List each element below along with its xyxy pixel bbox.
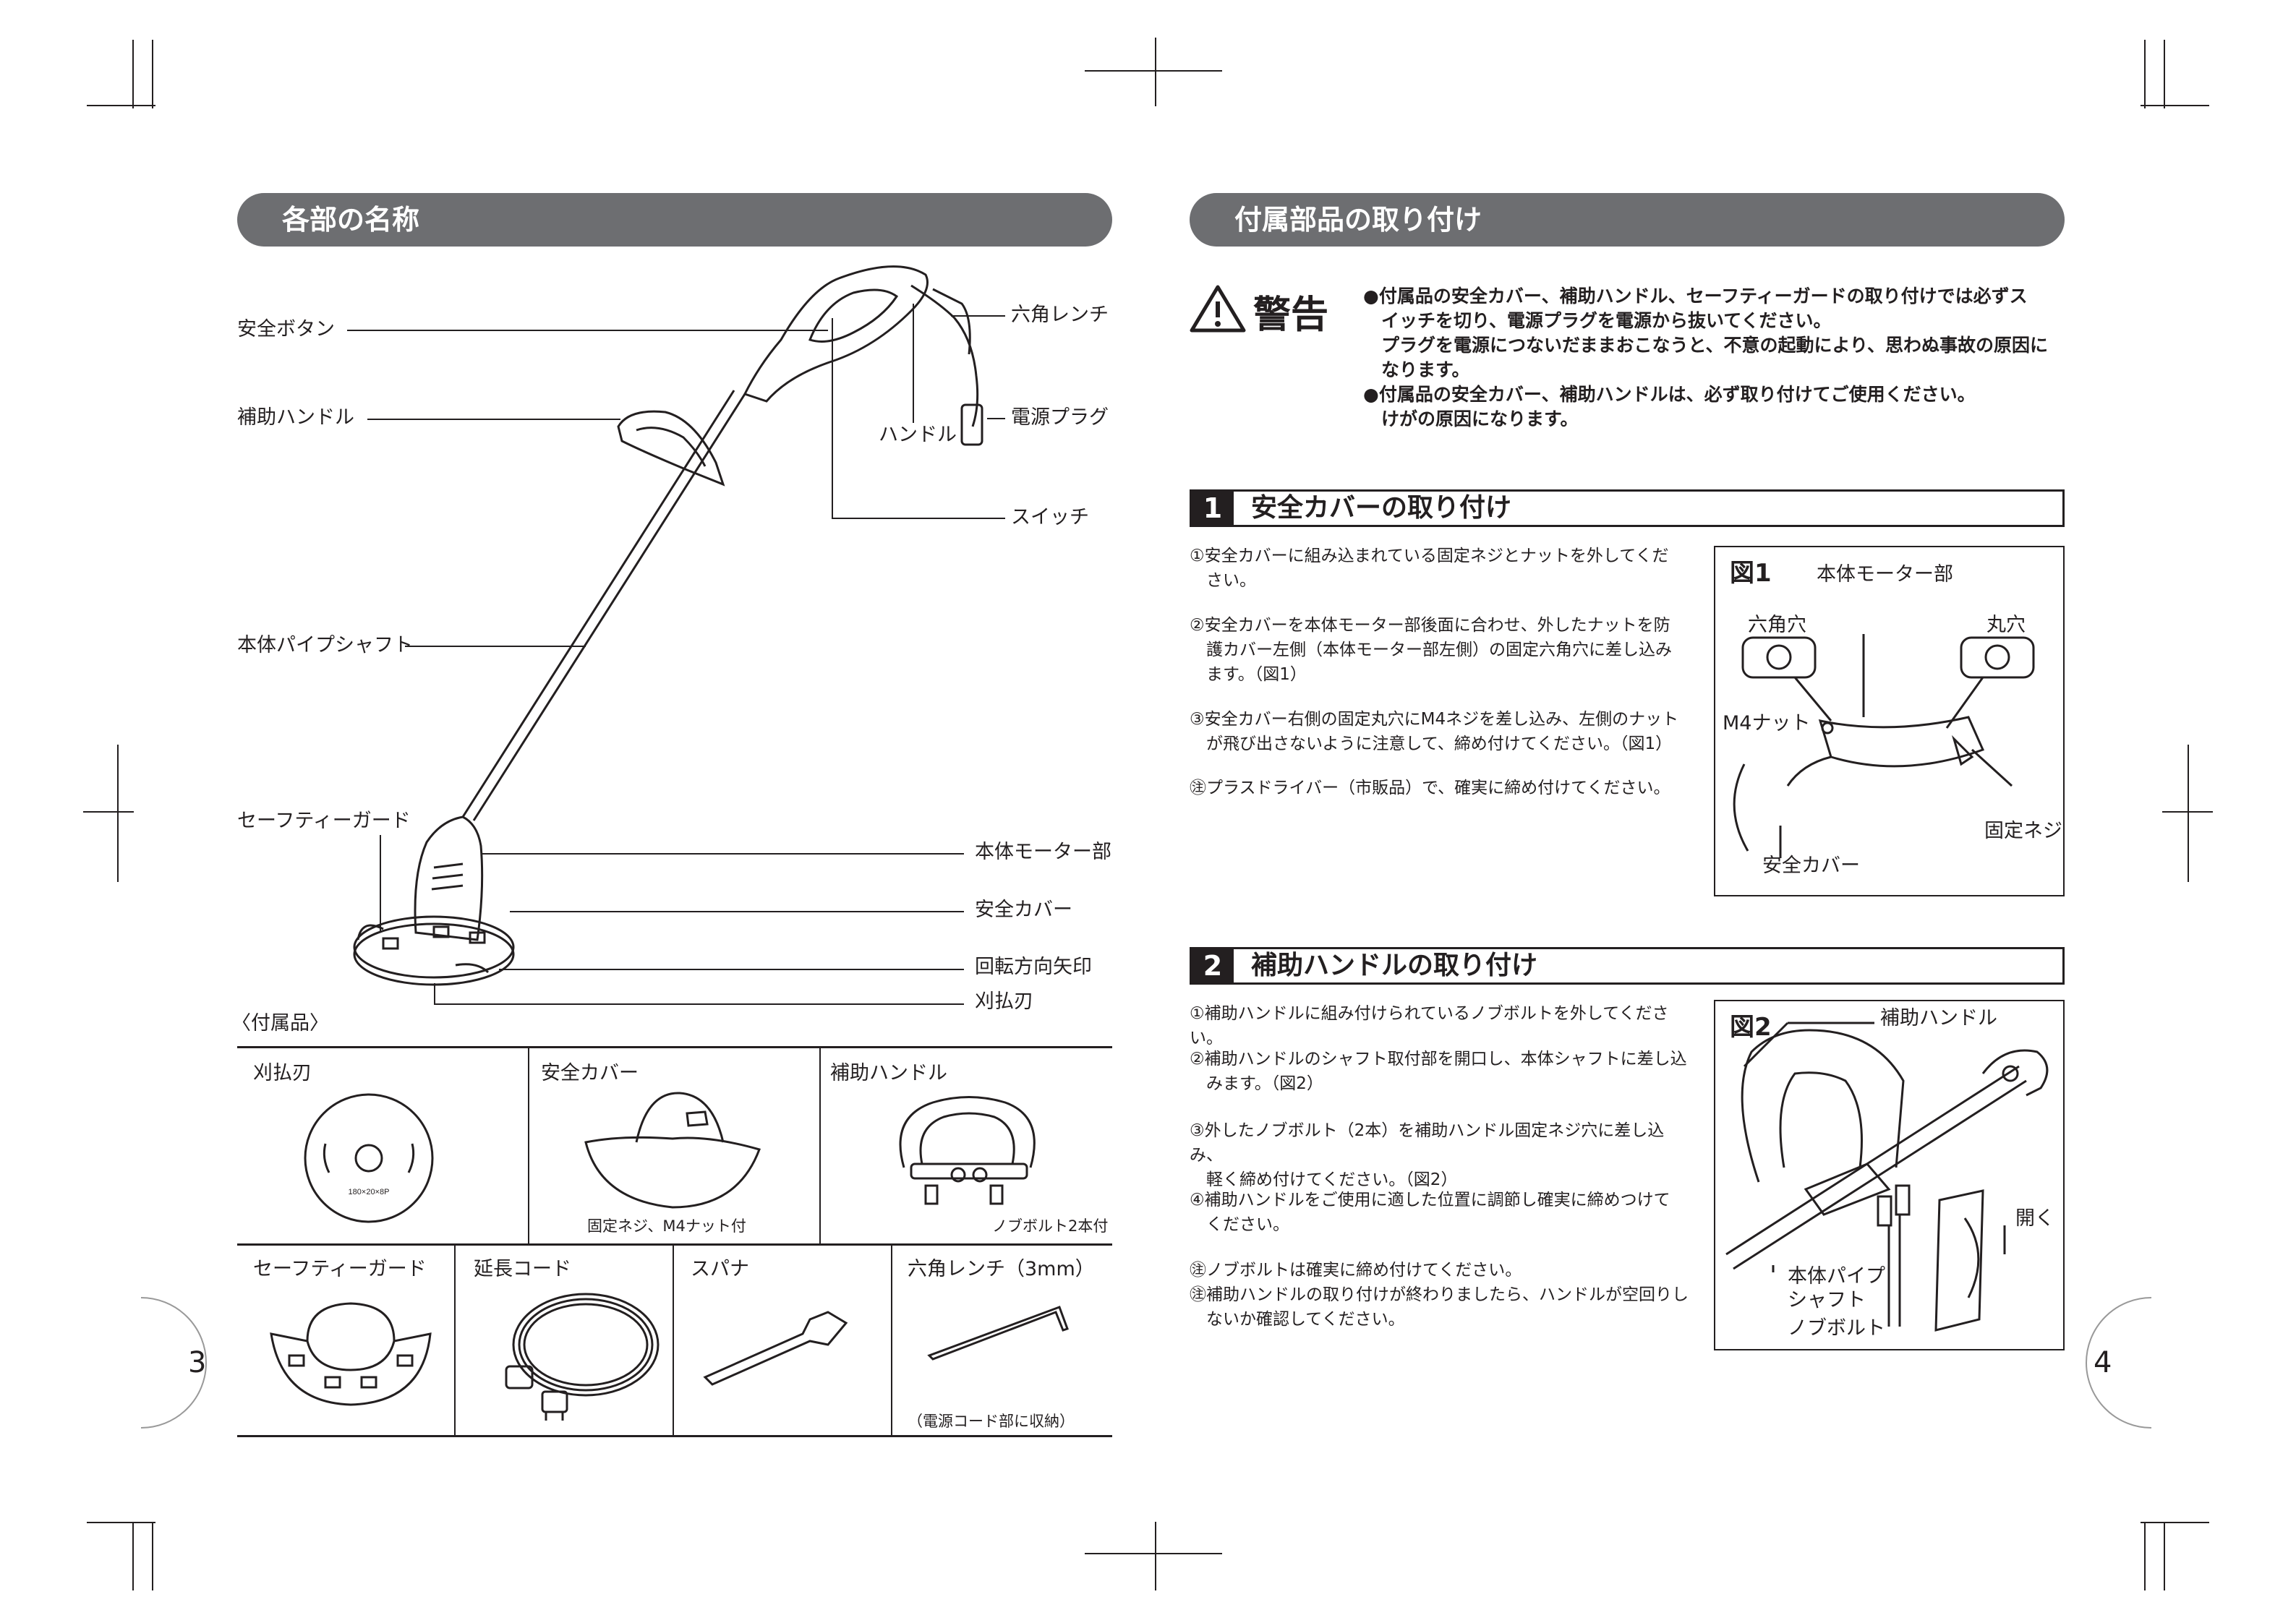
section1-step-1: ①安全カバーに組み込まれている固定ネジとナットを外してくだ さい。 <box>1190 547 1669 590</box>
wrench-drawing <box>927 1306 1069 1361</box>
accessory-install-header: 付属部品の取り付け <box>1190 193 2065 247</box>
label-motor: 本体モーター部 <box>975 841 1111 863</box>
warning-text: ●付属品の安全カバー、補助ハンドル、セーフティーガードの取り付けでは必ずス イッ… <box>1363 286 2049 429</box>
guard-drawing <box>270 1302 432 1406</box>
section2-step-3: ③外したノブボルト（2本）を補助ハンドル固定ネジ穴に差し込み、 軽く締め付けてく… <box>1190 1121 1665 1189</box>
section1-step-2: ②安全カバーを本体モーター部後面に合わせ、外したナットを防 護カバー左側（本体モ… <box>1190 616 1672 684</box>
cord-drawing <box>505 1293 660 1421</box>
section-2-title: 2 補助ハンドルの取り付け <box>1190 947 2065 985</box>
acc-blade: 刈払刃 <box>253 1062 312 1084</box>
section2-step-2: ②補助ハンドルのシャフト取付部を開口し、本体シャフトに差し込 みます。（図2） <box>1190 1050 1687 1093</box>
blade-marking: 180×20×8P <box>349 1188 390 1196</box>
section2-notes: ㊟ノブボルトは確実に締め付けてください。 ㊟補助ハンドルの取り付けが終わりました… <box>1190 1261 1689 1329</box>
section1-note: ㊟プラスドライバー（市販品）で、確実に締め付けてください。 <box>1190 779 1670 797</box>
acc-wrench-note: （電源コード部に収納） <box>908 1413 1075 1430</box>
section1-step-3: ③安全カバー右側の固定丸穴にM4ネジを差し込み、左側のナット が飛び出さないよう… <box>1190 710 1679 753</box>
page-arc-left <box>140 1297 207 1429</box>
label-safety-button: 安全ボタン <box>237 318 335 341</box>
label-aux-handle: 補助ハンドル <box>237 406 354 429</box>
page-number-right: 4 <box>2094 1346 2112 1379</box>
label-safety-guard: セーフティーガード <box>237 810 411 832</box>
label-power-plug: 電源プラグ <box>1011 406 1109 429</box>
acc-cord: 延長コード <box>474 1258 571 1280</box>
label-blade: 刈払刃 <box>975 990 1033 1013</box>
blade-drawing: 180×20×8P <box>304 1093 434 1223</box>
warning-icon <box>1190 285 1246 333</box>
acc-cover: 安全カバー <box>541 1062 639 1084</box>
label-handle: ハンドル <box>879 424 957 446</box>
acc-wrench: 六角レンチ（3mm） <box>908 1258 1095 1280</box>
acc-handle-note: ノブボルト2本付 <box>992 1217 1109 1235</box>
page-number-left: 3 <box>188 1346 207 1379</box>
accessories-title: 〈付属品〉 <box>231 1012 329 1035</box>
acc-cover-note: 固定ネジ、M4ナット付 <box>587 1217 746 1235</box>
section2-step-1: ①補助ハンドルに組み付けられているノブボルトを外してください。 <box>1190 1004 1669 1048</box>
label-safety-cover: 安全カバー <box>975 899 1072 921</box>
label-rotation-arrow: 回転方向矢印 <box>975 956 1092 978</box>
label-hex-wrench: 六角レンチ <box>1011 304 1109 326</box>
figure-2: 図2 補助ハンドル 本体パイプ シャフト ノブボルト 開く <box>1714 1000 2065 1350</box>
warning-title: 警告 <box>1253 294 1329 337</box>
cover-drawing <box>584 1092 761 1209</box>
acc-guard: セーフティーガード <box>253 1258 427 1280</box>
label-pipe-shaft: 本体パイプシャフト <box>237 634 413 656</box>
figure-1: 図1 本体モーター部 六角穴 丸穴 M4ナット 固定ネジ 安全カバー <box>1714 546 2065 896</box>
section2-step-4: ④補助ハンドルをご使用に適した位置に調節し確実に締めつけて ください。 <box>1190 1191 1670 1234</box>
acc-handle: 補助ハンドル <box>830 1062 947 1084</box>
parts-names-header: 各部の名称 <box>237 193 1112 247</box>
handle-drawing <box>899 1096 1036 1205</box>
page-arc-right <box>2086 1297 2152 1429</box>
acc-spanner: スパナ <box>691 1258 749 1280</box>
section-1-title: 1 安全カバーの取り付け <box>1190 489 2065 527</box>
label-switch: スイッチ <box>1011 506 1089 528</box>
spanner-drawing <box>703 1311 848 1386</box>
